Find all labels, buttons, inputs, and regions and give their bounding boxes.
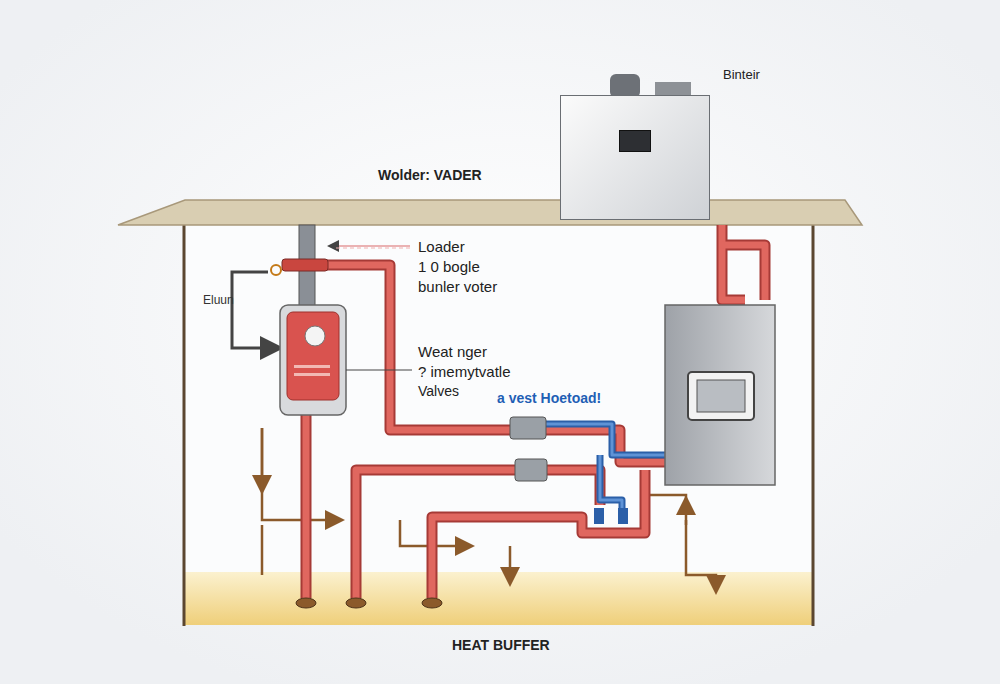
component-label: Binteir: [723, 66, 760, 84]
part-label: Loader: [418, 238, 465, 256]
part-label: bunler voter: [418, 278, 497, 296]
part-label: ? imemytvatle: [418, 363, 511, 381]
pipe-label: a vest Hoetoad!: [497, 389, 601, 407]
control-display: [619, 130, 651, 152]
part-label: Weat nger: [418, 343, 487, 361]
part-label: 1 0 bogle: [418, 258, 480, 276]
room-title: Wolder: VADER: [378, 166, 482, 184]
part-label: Valves: [418, 382, 459, 400]
roof-boiler: Binteir: [560, 95, 710, 220]
part-label: Eluun: [203, 291, 234, 309]
floor-label: HEAT BUFFER: [452, 636, 550, 654]
